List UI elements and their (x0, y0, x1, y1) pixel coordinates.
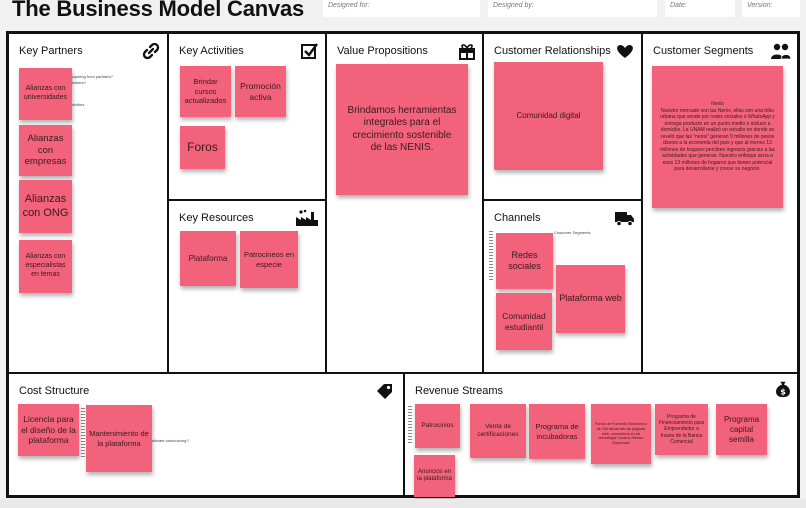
block-title: Key Resources (179, 212, 254, 224)
sticky-note[interactable]: Alianzas con universidades (19, 68, 72, 120)
block-title: Customer Segments (653, 45, 754, 57)
svg-text:$: $ (780, 386, 786, 396)
sticky-note[interactable]: Alianzas con especialistas en temas (19, 240, 72, 293)
sticky-note[interactable]: Mantenimiento de la plataforma (86, 405, 152, 472)
sticky-note[interactable]: Brindar cursos actualizados (180, 66, 231, 117)
sticky-note[interactable]: Programa de Financiamiento para Emprende… (655, 404, 708, 455)
block-title: Channels (494, 212, 541, 224)
sticky-note[interactable]: Alianzas con empresas (19, 125, 72, 176)
business-model-canvas: Key Partners Acquiring from partners? pa… (6, 31, 800, 498)
tiny-label: Acquiring from partners? (69, 74, 113, 79)
factory-icon (296, 209, 318, 226)
dashed-guide (81, 408, 85, 458)
sticky-note[interactable]: Anuncios en la plataforma (414, 455, 455, 497)
block-key-resources: Key Resources Plataforma Patrocineos en … (169, 201, 327, 372)
version-field[interactable]: Version: (742, 0, 800, 17)
block-title: Value Propositions (337, 45, 428, 57)
gift-icon (459, 44, 475, 60)
block-cost-structure: Cost Structure Estimate outsourcing? Lic… (9, 372, 405, 495)
sticky-note[interactable]: Nenis Nuestro mercado son las Nenis, ell… (652, 66, 783, 208)
sticky-note[interactable]: Alianzas con ONG (19, 180, 72, 233)
block-revenue-streams: Revenue Streams $ Patrocinios Venta de c… (405, 372, 797, 497)
header: The Business Model Canvas Designed for: … (0, 0, 806, 30)
sticky-note[interactable]: Plataforma web (556, 265, 625, 333)
dashed-guide (408, 406, 412, 444)
page-title: The Business Model Canvas (12, 0, 305, 21)
sticky-note[interactable]: Patrocinios (415, 404, 460, 448)
sticky-note[interactable]: Plataforma (180, 231, 236, 286)
sticky-note[interactable]: Licencia para el diseño de la plataforma (18, 404, 79, 456)
link-icon (142, 42, 160, 60)
truck-icon (615, 212, 634, 227)
tiny-label: Customer Segments (554, 230, 591, 235)
tiny-label: partners? (69, 80, 86, 85)
tag-icon (377, 384, 392, 399)
sticky-note[interactable]: Programa de incubadoras (529, 404, 585, 459)
block-channels: Channels Customer Segments Redes sociale… (484, 201, 643, 372)
dashed-guide (489, 231, 493, 281)
checkbox-icon (301, 43, 318, 59)
date-field[interactable]: Date: (665, 0, 735, 17)
block-key-partners: Key Partners Acquiring from partners? pa… (9, 34, 169, 372)
sticky-note[interactable]: Redes sociales (496, 233, 553, 289)
block-key-activities: Key Activities Brindar cursos actualizad… (169, 34, 327, 201)
block-title: Key Partners (19, 45, 83, 57)
block-title: Key Activities (179, 45, 244, 57)
block-customer-segments: Customer Segments Nenis Nuestro mercado … (643, 34, 797, 372)
sticky-note[interactable]: Programa capital semilla (716, 404, 767, 455)
heart-icon (617, 44, 633, 58)
sticky-note[interactable]: Fondo de Fomento Electrónico de Gel desa… (591, 404, 651, 464)
tiny-label: Estimate outsourcing? (149, 438, 189, 443)
sticky-note[interactable]: Comunidad estudiantil (496, 293, 552, 350)
sticky-note[interactable]: Brindamos herramientas integrales para e… (336, 64, 468, 195)
sticky-note[interactable]: Foros (180, 126, 225, 169)
sticky-note[interactable]: Venta de certificaciones (470, 404, 526, 458)
designed-by-field[interactable]: Designed by: (488, 0, 657, 17)
block-title: Revenue Streams (415, 385, 504, 397)
people-icon (771, 43, 791, 60)
block-title: Cost Structure (19, 385, 90, 397)
sticky-note[interactable]: Patrocineos en especie (240, 231, 298, 288)
bottom-strip (0, 499, 806, 508)
money-bag-icon: $ (776, 381, 790, 398)
sticky-note[interactable]: Promoción activa (235, 66, 286, 117)
designed-for-field[interactable]: Designed for: (323, 0, 480, 17)
block-value-propositions: Value Propositions Brindamos herramienta… (327, 34, 484, 372)
tiny-label: activities (69, 102, 85, 107)
block-customer-relationships: Customer Relationships Comunidad digital (484, 34, 643, 201)
block-title: Customer Relationships (494, 45, 611, 57)
sticky-note[interactable]: Comunidad digital (494, 62, 603, 170)
